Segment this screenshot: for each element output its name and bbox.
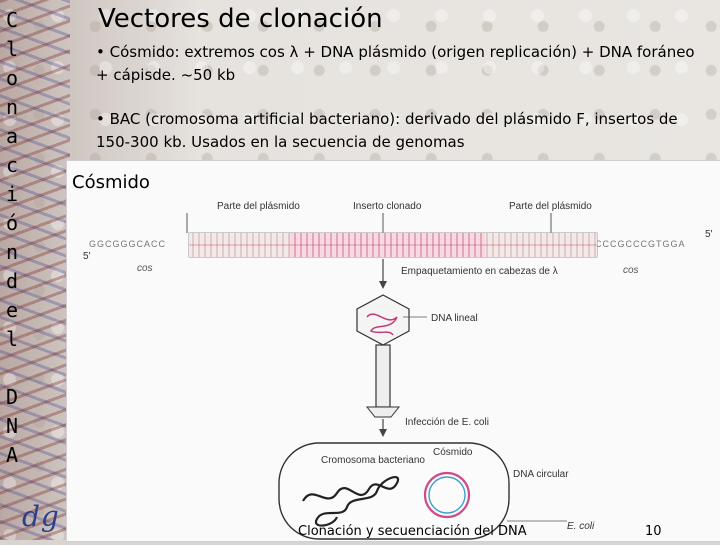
cos-label-right: cos bbox=[623, 265, 639, 276]
packaging-label: Empaquetamiento en cabezas de λ bbox=[401, 266, 558, 277]
cos-label-left: cos bbox=[137, 263, 153, 274]
footer-text: Clonación y secuenciación del DNA bbox=[298, 524, 527, 539]
linear-dna-label: DNA lineal bbox=[431, 313, 478, 324]
vertical-letter: C bbox=[5, 8, 19, 32]
circular-dna-label: DNA circular bbox=[513, 469, 569, 480]
ecoli-label: E. coli bbox=[567, 521, 595, 532]
phage-baseplate-icon bbox=[365, 406, 401, 418]
infection-label: Infección de E. coli bbox=[405, 417, 489, 428]
vertical-letter: ó bbox=[5, 211, 19, 235]
vertical-letter: D bbox=[5, 385, 19, 409]
arrow-head bbox=[379, 281, 387, 289]
vertical-letter: i bbox=[5, 182, 19, 206]
vertical-letter: A bbox=[5, 443, 19, 467]
chromosome-label: Cromosoma bacteriano bbox=[321, 455, 425, 466]
vertical-title: C l o n a c i ó n d e l D N A bbox=[3, 6, 21, 470]
dg-logo: dg bbox=[22, 500, 60, 533]
vertical-letter: a bbox=[5, 124, 19, 148]
phage-tail-icon bbox=[375, 344, 391, 408]
bacterial-chromosome-icon bbox=[302, 476, 400, 527]
page-number: 10 bbox=[645, 524, 662, 539]
vertical-letter bbox=[3, 354, 21, 383]
cosmid-diagram: Parte del plásmido Inserto clonado Parte… bbox=[83, 201, 713, 540]
vertical-letter: c bbox=[5, 153, 19, 177]
slide-title: Vectores de clonación bbox=[98, 4, 383, 34]
label-plasmid-right: Parte del plásmido bbox=[509, 201, 592, 212]
sequence-right: CCCGCCCGTGGA bbox=[595, 239, 686, 249]
ecoli-cell-icon bbox=[278, 442, 510, 540]
cosmid-circle-icon bbox=[423, 471, 471, 519]
vertical-letter: l bbox=[5, 37, 19, 61]
vertical-letter: n bbox=[5, 240, 19, 264]
five-prime-left: 5' bbox=[83, 251, 91, 262]
five-prime-right: 5' bbox=[705, 229, 713, 240]
label-plasmid-left: Parte del plásmido bbox=[217, 201, 300, 212]
cosmid-figure: Parte del plásmido Inserto clonado Parte… bbox=[66, 160, 720, 542]
bullet-bac: • BAC (cromosoma artificial bacteriano):… bbox=[96, 110, 678, 151]
dna-texture-strip bbox=[0, 0, 70, 540]
vertical-letter: e bbox=[5, 298, 19, 322]
arrow-head bbox=[379, 429, 387, 437]
vertical-letter: l bbox=[5, 327, 19, 351]
cosmid-label: Cósmido bbox=[433, 447, 473, 458]
vertical-letter: o bbox=[5, 66, 19, 90]
cosmid-inner-circle-icon bbox=[428, 476, 466, 514]
figure-heading: Cósmido bbox=[72, 172, 150, 193]
sequence-left: GGCGGGCACC bbox=[89, 239, 166, 249]
packaged-dna-icon bbox=[366, 313, 398, 336]
vertical-letter: N bbox=[5, 414, 19, 438]
vertical-letter: d bbox=[5, 269, 19, 293]
label-insert: Inserto clonado bbox=[353, 201, 422, 212]
bullet-cosmid: • Cósmido: extremos cos λ + DNA plásmido… bbox=[96, 43, 695, 84]
vertical-letter: n bbox=[5, 95, 19, 119]
phage-head-icon bbox=[356, 294, 410, 346]
